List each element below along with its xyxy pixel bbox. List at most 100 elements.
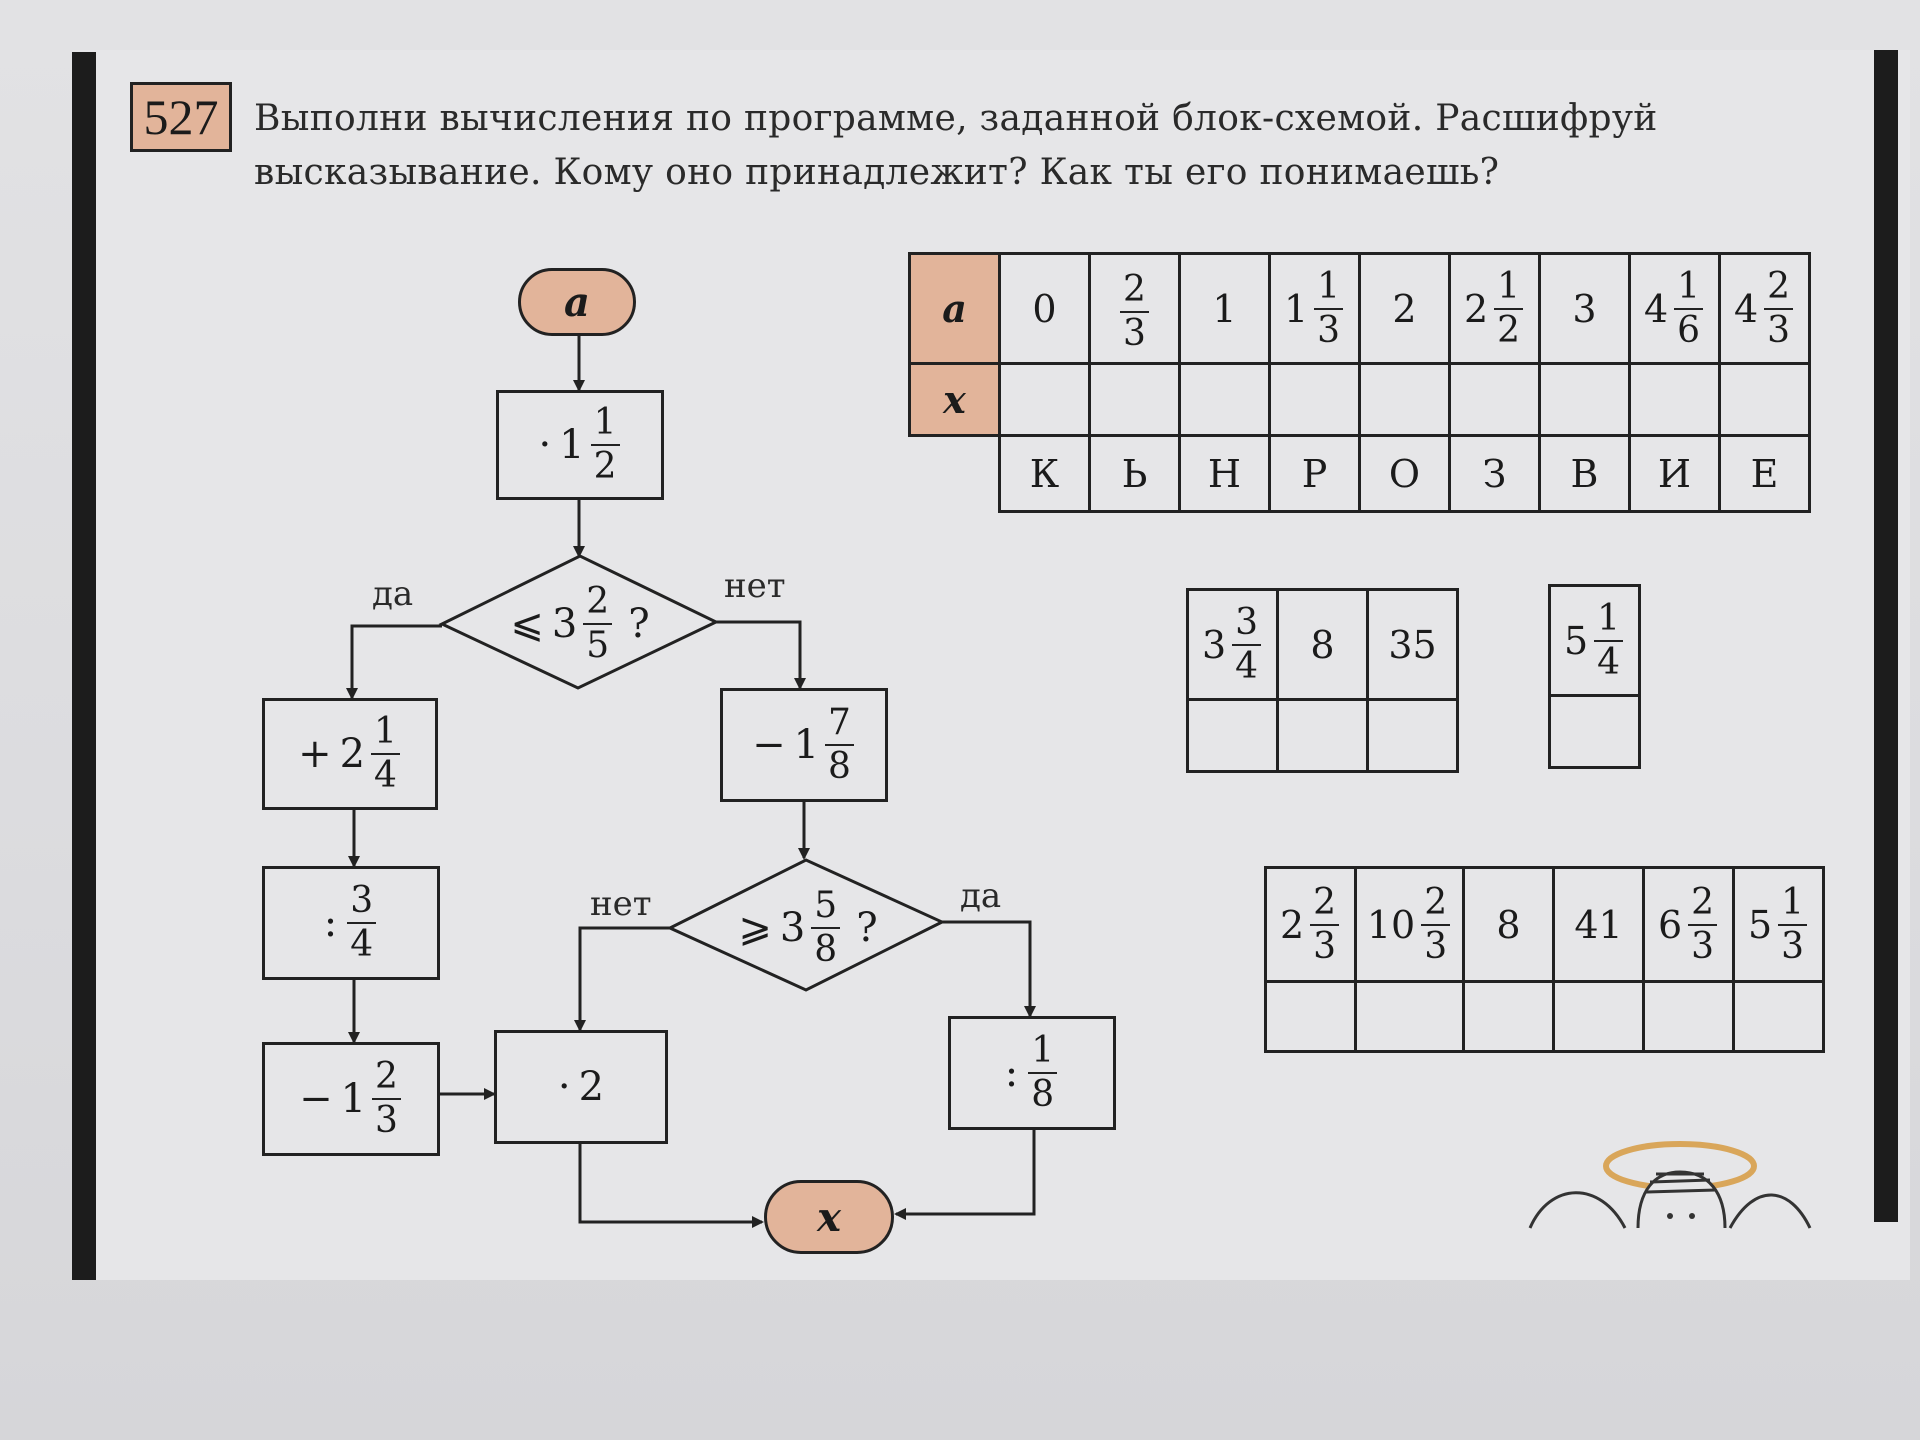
x-answer-cell[interactable] — [1448, 362, 1541, 437]
answer-letter-cell[interactable] — [1462, 980, 1555, 1053]
fraction-numerator: 2 — [1764, 268, 1794, 310]
letter-cell: З — [1448, 434, 1541, 513]
answer-letter-cell[interactable] — [1186, 698, 1279, 773]
mixed-number: 0 — [1032, 287, 1056, 331]
x-answer-cell[interactable] — [1538, 362, 1631, 437]
a-cell: 2 — [1358, 252, 1451, 365]
fraction-denominator: 3 — [1767, 309, 1791, 351]
answer-value-cell: 8 — [1462, 866, 1555, 983]
left-margin-bar — [72, 52, 96, 1280]
divide-2-op: : — [1004, 1050, 1019, 1096]
task-number: 527 — [130, 82, 232, 152]
subtract-block-2: − 1 2 3 — [262, 1042, 440, 1156]
task-text-line-1: Выполни вычисления по программе, заданно… — [254, 98, 1658, 139]
multiply-whole: 1 — [559, 422, 585, 468]
x-answer-cell[interactable] — [1628, 362, 1721, 437]
mixed-number: 3 — [1572, 287, 1596, 331]
fraction-numerator: 2 — [1421, 884, 1451, 926]
whole-part: 4 — [1643, 286, 1669, 331]
answer-letter-cell[interactable] — [1366, 698, 1459, 773]
letter-cell: Н — [1178, 434, 1271, 513]
condition-1-whole: 3 — [551, 601, 578, 647]
whole-part: 2 — [1392, 286, 1417, 331]
whole-part: 2 — [1463, 286, 1489, 331]
condition-2-whole: 3 — [779, 905, 806, 951]
x-answer-cell[interactable] — [1088, 362, 1181, 437]
end-terminal: x — [764, 1180, 894, 1254]
x-answer-cell[interactable] — [998, 362, 1091, 437]
decision-diamond-1 — [438, 554, 720, 690]
fraction-numerator: 2 — [1120, 271, 1149, 313]
answer-letter-cell[interactable] — [1642, 980, 1735, 1053]
end-label: x — [817, 1193, 841, 1241]
fraction-denominator: 6 — [1677, 309, 1701, 351]
condition-2-question: ? — [856, 905, 878, 951]
task-text-line-2: высказывание. Кому оно принадлежит? Как … — [254, 152, 1500, 193]
mixed-number: 8 — [1310, 623, 1334, 667]
condition-1-question: ? — [628, 601, 650, 647]
arrow-cond2-yes — [942, 920, 1036, 1018]
divide-1-fraction: 3 4 — [347, 883, 377, 963]
x-answer-cell[interactable] — [1718, 362, 1811, 437]
x-answer-cell[interactable] — [1268, 362, 1361, 437]
mixed-number: 35 — [1388, 623, 1436, 667]
fraction-denominator: 4 — [374, 755, 397, 796]
whole-part: 6 — [1657, 902, 1683, 947]
row-x-header: x — [908, 362, 1001, 437]
answer-letter-cell[interactable] — [1354, 980, 1465, 1053]
subtract-1-fraction: 7 8 — [825, 705, 854, 785]
divide-block-1: : 3 4 — [262, 866, 440, 980]
whole-part: 1 — [1212, 286, 1237, 331]
arrow-cond1-yes — [346, 624, 442, 700]
fraction-numerator: 2 — [372, 1059, 401, 1100]
mixed-number: 2 — [1392, 287, 1416, 331]
x-answer-cell[interactable] — [1358, 362, 1451, 437]
arrow-mult2-to-end — [578, 1144, 764, 1228]
answer-value-cell: 41 — [1552, 866, 1645, 983]
head-icon — [1636, 1170, 1727, 1229]
start-terminal: a — [518, 268, 636, 336]
answer-letter-cell[interactable] — [1264, 980, 1357, 1053]
subtract-2-whole: 1 — [340, 1076, 367, 1122]
fraction-numerator: 1 — [1594, 600, 1624, 642]
whole-part: 41 — [1574, 902, 1623, 947]
fraction-numerator: 2 — [583, 584, 613, 625]
a-cell: 3 — [1538, 252, 1631, 365]
x-answer-cell[interactable] — [1178, 362, 1271, 437]
answer-letter-cell[interactable] — [1276, 698, 1369, 773]
wing-left-icon — [1528, 1191, 1627, 1229]
answer-table-3-letters — [1264, 980, 1825, 1053]
answer-letter-cell[interactable] — [1732, 980, 1825, 1053]
letter-cell: В — [1538, 434, 1631, 513]
answer-value-cell: 35 — [1366, 588, 1459, 701]
wing-right-icon — [1728, 1193, 1812, 1229]
fraction-denominator: 2 — [1497, 309, 1521, 351]
answer-table-1-letters — [1186, 698, 1459, 773]
condition-1-fraction: 2 5 — [583, 584, 613, 664]
divide-1-op: : — [323, 900, 338, 946]
answer-letter-cell[interactable] — [1548, 694, 1641, 769]
fraction-denominator: 3 — [1123, 312, 1146, 354]
letter-cell: Е — [1718, 434, 1811, 513]
condition-2-no-label: нет — [590, 884, 652, 924]
answer-letter-cell[interactable] — [1552, 980, 1645, 1053]
